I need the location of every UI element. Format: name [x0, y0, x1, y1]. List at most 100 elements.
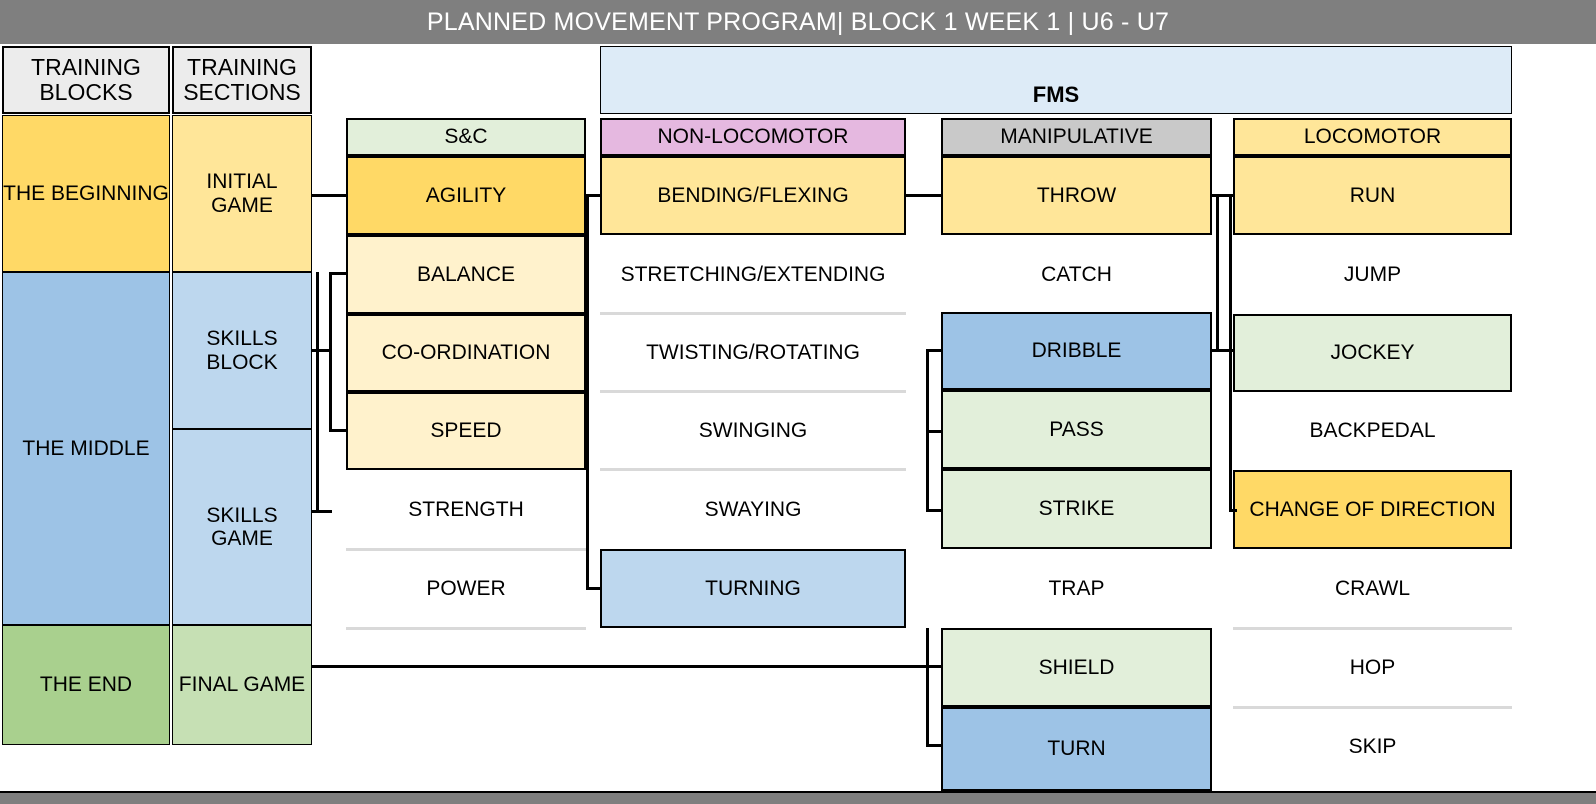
manipulative-item-label: CATCH [1041, 262, 1112, 286]
nonlocomotor-item-label: BENDING/FLEXING [657, 183, 849, 207]
locomotor-item-change-of-direction[interactable]: CHANGE OF DIRECTION [1233, 470, 1512, 549]
locomotor-item-run[interactable]: RUN [1233, 156, 1512, 235]
connector-dribble-tick [926, 349, 943, 352]
nonlocomotor-item-label: TURNING [705, 576, 801, 600]
sc-item-label: POWER [426, 576, 506, 600]
connector-bending-throw [906, 194, 943, 197]
connector-final-game-to-manipulative [312, 665, 930, 668]
locomotor-item-skip[interactable]: SKIP [1233, 707, 1512, 787]
nonlocomotor-item-stretching-extending[interactable]: STRETCHING/EXTENDING [600, 235, 906, 314]
category-header-locomotor: LOCOMOTOR [1233, 118, 1512, 156]
training-section-label: FINAL GAME [178, 673, 306, 697]
connector-throw-run [1212, 194, 1235, 197]
training-sections-header-line2: SECTIONS [183, 79, 301, 105]
category-header-label: NON-LOCOMOTOR [657, 125, 849, 149]
training-sections-header-line1: TRAINING [187, 53, 297, 80]
connector-shield-turn-spine [926, 628, 929, 746]
nonlocomotor-item-bending-flexing[interactable]: BENDING/FLEXING [600, 156, 906, 235]
connector-dribble-jockey [1212, 349, 1235, 352]
training-blocks-header-line1: TRAINING [31, 53, 141, 80]
locomotor-item-label: CRAWL [1334, 576, 1411, 600]
sc-item-agility[interactable]: AGILITY [346, 156, 586, 235]
connector-shield-tick [926, 665, 943, 668]
training-block-the-middle[interactable]: THE MIDDLE [2, 272, 170, 625]
page-title: PLANNED MOVEMENT PROGRAM| BLOCK 1 WEEK 1… [426, 7, 1170, 36]
sc-item-label: BALANCE [416, 262, 516, 286]
locomotor-item-label: JUMP [1343, 262, 1402, 286]
category-header-label: S&C [444, 125, 488, 149]
nonlocomotor-rule-2 [600, 390, 906, 393]
manipulative-item-trap[interactable]: TRAP [941, 549, 1212, 628]
manipulative-item-shield[interactable]: SHIELD [941, 628, 1212, 707]
locomotor-item-label: CHANGE OF DIRECTION [1249, 497, 1496, 521]
locomotor-rule-2 [1233, 706, 1512, 709]
locomotor-item-crawl[interactable]: CRAWL [1233, 549, 1512, 628]
page-title-bar: PLANNED MOVEMENT PROGRAM| BLOCK 1 WEEK 1… [0, 0, 1596, 44]
nonlocomotor-item-label: TWISTING/ROTATING [646, 341, 860, 365]
sc-item-label: STRENGTH [408, 497, 524, 521]
manipulative-item-pass[interactable]: PASS [941, 390, 1212, 469]
sc-rule-power-bottom [346, 627, 586, 630]
sc-item-co-ordination[interactable]: CO-ORDINATION [346, 314, 586, 392]
connector-initial-game-agility [312, 194, 348, 197]
nonlocomotor-item-label: SWINGING [698, 419, 808, 443]
training-block-the-end[interactable]: THE END [2, 625, 170, 745]
training-block-label: THE BEGINNING [3, 181, 169, 205]
manipulative-item-label: TRAP [1048, 576, 1105, 600]
category-header-label: LOCOMOTOR [1303, 125, 1442, 149]
training-section-skills-block[interactable]: SKILLS BLOCK [172, 272, 312, 429]
nonlocomotor-item-label: SWAYING [704, 497, 802, 521]
training-blocks-header-line2: BLOCKS [39, 79, 133, 105]
training-section-label: INITIAL GAME [206, 170, 278, 217]
manipulative-item-throw[interactable]: THROW [941, 156, 1212, 235]
manipulative-item-label: PASS [1049, 417, 1104, 441]
connector-change-of-direction [1229, 509, 1237, 512]
connector-pass-tick [926, 430, 943, 433]
connector-strike-tick [926, 509, 943, 512]
training-section-skills-game[interactable]: SKILLS GAME [172, 429, 312, 625]
category-header-label: MANIPULATIVE [1000, 125, 1153, 149]
nonlocomotor-item-twisting-rotating[interactable]: TWISTING/ROTATING [600, 314, 906, 392]
connector-skills-game-stem [312, 510, 332, 513]
training-section-label: SKILLS BLOCK [206, 327, 278, 374]
sc-item-strength[interactable]: STRENGTH [346, 470, 586, 549]
sc-item-power[interactable]: POWER [346, 549, 586, 628]
locomotor-item-backpedal[interactable]: BACKPEDAL [1233, 392, 1512, 470]
manipulative-item-label: SHIELD [1038, 655, 1115, 679]
connector-skills-block-spine [329, 272, 332, 432]
nonlocomotor-item-turning[interactable]: TURNING [600, 549, 906, 628]
training-section-final-game[interactable]: FINAL GAME [172, 625, 312, 745]
footer-bar [0, 791, 1596, 804]
manipulative-item-label: DRIBBLE [1031, 339, 1122, 363]
category-header-manipulative: MANIPULATIVE [941, 118, 1212, 156]
training-block-label: THE MIDDLE [22, 436, 150, 460]
category-header-sc: S&C [346, 118, 586, 156]
locomotor-item-jump[interactable]: JUMP [1233, 235, 1512, 314]
nonlocomotor-item-swinging[interactable]: SWINGING [600, 392, 906, 470]
connector-skills-block-stem [312, 349, 332, 352]
locomotor-item-jockey[interactable]: JOCKEY [1233, 314, 1512, 392]
nonlocomotor-rule-3 [600, 468, 906, 471]
manipulative-item-strike[interactable]: STRIKE [941, 469, 1212, 549]
connector-locomotor-spine-b [1229, 194, 1232, 510]
locomotor-item-label: HOP [1349, 655, 1396, 679]
nonlocomotor-rule-1 [600, 312, 906, 315]
training-block-the-beginning[interactable]: THE BEGINNING [2, 115, 170, 272]
manipulative-item-label: TURN [1047, 737, 1106, 761]
locomotor-rule-1 [1233, 627, 1512, 630]
manipulative-item-turn[interactable]: TURN [941, 707, 1212, 791]
manipulative-item-dribble[interactable]: DRIBBLE [941, 312, 1212, 390]
locomotor-item-label: SKIP [1348, 735, 1397, 759]
sc-rule-strength-power [346, 548, 586, 551]
training-section-initial-game[interactable]: INITIAL GAME [172, 115, 312, 272]
sc-item-balance[interactable]: BALANCE [346, 235, 586, 314]
category-header-non-locomotor: NON-LOCOMOTOR [600, 118, 906, 156]
manipulative-item-catch[interactable]: CATCH [941, 235, 1212, 314]
sc-item-label: CO-ORDINATION [381, 341, 551, 365]
training-sections-header: TRAINING SECTIONS [172, 46, 312, 114]
sc-item-speed[interactable]: SPEED [346, 392, 586, 470]
nonlocomotor-item-swaying[interactable]: SWAYING [600, 470, 906, 549]
locomotor-item-hop[interactable]: HOP [1233, 628, 1512, 707]
fms-band-header: FMS [600, 46, 1512, 114]
